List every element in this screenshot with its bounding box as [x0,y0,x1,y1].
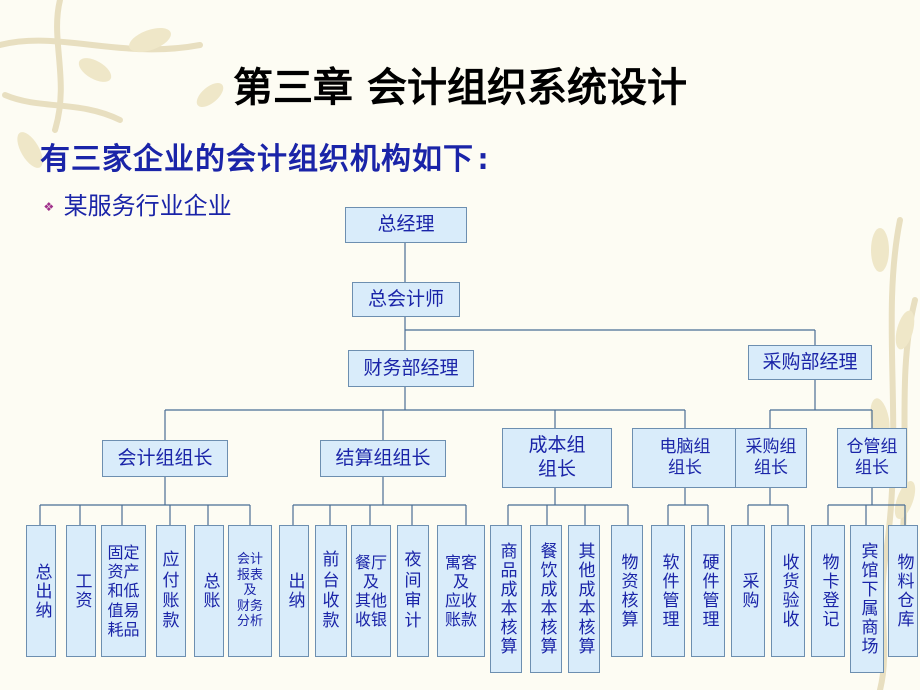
leaf-material-warehouse: 物料仓库 [888,525,918,657]
leaf-purchasing: 采购 [731,525,765,657]
subtitle: 有三家企业的会计组织机构如下: [40,142,494,177]
leaf-general-ledger: 总账 [194,525,224,657]
leaf-hotel-store: 宾馆下属商场 [850,525,884,673]
leaf-financial-reports: 会计 报表 及 财务 分析 [228,525,272,657]
leaf-restaurant-cashier: 餐厅 及 其他 收银 [351,525,391,657]
leaf-guest-receivables: 寓客 及 应收 账款 [437,525,485,657]
node-accounting-group-leader: 会计组组长 [102,440,228,477]
leaf-front-desk-collection: 前 台 收 款 [315,525,347,657]
leaf-catering-cost: 餐饮成本核算 [530,525,562,673]
leaf-accounts-payable: 应 付 账 款 [156,525,186,657]
leaf-other-cost: 其他成本核算 [568,525,600,673]
node-cost-group-leader: 成本组 组长 [502,428,612,488]
bullet-item: ❖ 某服务行业企业 [44,186,232,221]
leaf-hardware-management: 硬件管理 [691,525,725,657]
node-finance-manager: 财务部经理 [348,350,474,387]
leaf-cashier: 出纳 [279,525,309,657]
leaf-receiving-inspection: 收货验收 [771,525,805,657]
node-purchase-manager: 采购部经理 [748,345,872,380]
node-settlement-group-leader: 结算组组长 [320,440,446,477]
bullet-text: 某服务行业企业 [63,192,232,220]
diamond-bullet-icon: ❖ [44,196,54,215]
node-chief-accountant: 总会计师 [352,282,460,317]
leaf-goods-cost: 商品成本核算 [490,525,522,673]
node-warehouse-group-leader: 仓管组 组长 [837,428,907,488]
leaf-fixed-assets: 固定 资产 和低 值易 耗品 [101,525,146,657]
leaf-night-audit: 夜 间 审 计 [397,525,429,657]
node-computer-group-leader: 电脑组 组长 [632,428,738,488]
leaf-software-management: 软件管理 [651,525,685,657]
page-title: 第三章 会计组织系统设计 [233,64,687,111]
leaf-materials-accounting: 物资核算 [611,525,643,657]
node-purchase-group-leader: 采购组 组长 [735,428,807,488]
node-general-manager: 总经理 [345,207,467,243]
leaf-chief-cashier: 总出纳 [26,525,56,657]
leaf-material-card-register: 物卡登记 [811,525,845,657]
leaf-wages: 工资 [66,525,96,657]
